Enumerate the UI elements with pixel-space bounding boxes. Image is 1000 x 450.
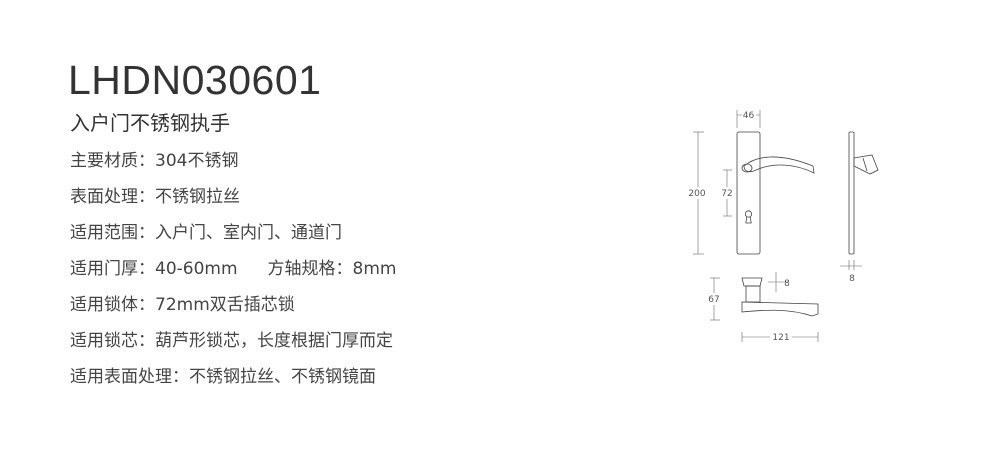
- spec-application: 适用范围：入户门、室内门、通道门: [70, 222, 396, 258]
- lever-handle: [743, 156, 815, 174]
- spec-label: 主要材质：: [70, 151, 155, 171]
- spec-lock-body: 适用锁体：72mm双舌插芯锁: [70, 294, 396, 330]
- dim-width: 46: [743, 111, 755, 121]
- spindle-top: [745, 285, 761, 303]
- spec-value: 葫芦形锁芯，长度根据门厚而定: [155, 331, 393, 351]
- spec-label: 适用表面处理：: [70, 367, 189, 387]
- dim-center-distance: 72: [721, 189, 732, 199]
- spec-surface: 表面处理：不锈钢拉丝: [70, 186, 396, 222]
- product-name: 入户门不锈钢执手: [70, 111, 230, 135]
- spec-finish: 适用表面处理：不锈钢拉丝、不锈钢镜面: [70, 366, 396, 402]
- dim-height: 200: [688, 189, 705, 199]
- spec-label: 适用锁芯：: [70, 331, 155, 351]
- lever-top: [741, 301, 819, 317]
- spec-value: 入户门、室内门、通道门: [155, 223, 342, 243]
- dim-spindle: 8: [784, 279, 790, 289]
- spec-material: 主要材质：304不锈钢: [70, 150, 396, 186]
- backplate-front: [736, 131, 761, 255]
- spec-label: 表面处理：: [70, 187, 155, 207]
- spec-value: 304不锈钢: [155, 151, 239, 171]
- spec-label: 适用范围：: [70, 223, 155, 243]
- rose-top: [741, 277, 763, 287]
- keyhole-icon: [744, 210, 753, 224]
- dim-handle-length: 121: [772, 333, 789, 343]
- spec-value: 72mm双舌插芯锁: [155, 295, 295, 315]
- spec-value: 不锈钢拉丝、不锈钢镜面: [189, 367, 376, 387]
- dim-side-depth: 8: [849, 274, 855, 284]
- dim-handle-height: 67: [708, 295, 719, 305]
- backplate-side: [848, 131, 855, 255]
- lever-rose: [741, 163, 753, 173]
- lever-side: [853, 154, 879, 175]
- spec-list: 主要材质：304不锈钢 表面处理：不锈钢拉丝 适用范围：入户门、室内门、通道门 …: [70, 150, 396, 402]
- spec-value: 40-60mm: [155, 259, 238, 279]
- product-model: LHDN030601: [68, 57, 322, 103]
- spec-label: 方轴规格：: [267, 259, 353, 279]
- dimension-drawing: 46 200 72 8 8 67 121: [688, 108, 879, 343]
- spec-lock-cylinder: 适用锁芯：葫芦形锁芯，长度根据门厚而定: [70, 330, 396, 366]
- spec-value: 8mm: [352, 259, 397, 279]
- spec-label: 适用锁体：: [70, 295, 155, 315]
- spec-value: 不锈钢拉丝: [155, 187, 240, 207]
- spec-door-thickness: 适用门厚：40-60mm 方轴规格：8mm: [70, 258, 396, 294]
- spec-label: 适用门厚：: [70, 259, 155, 279]
